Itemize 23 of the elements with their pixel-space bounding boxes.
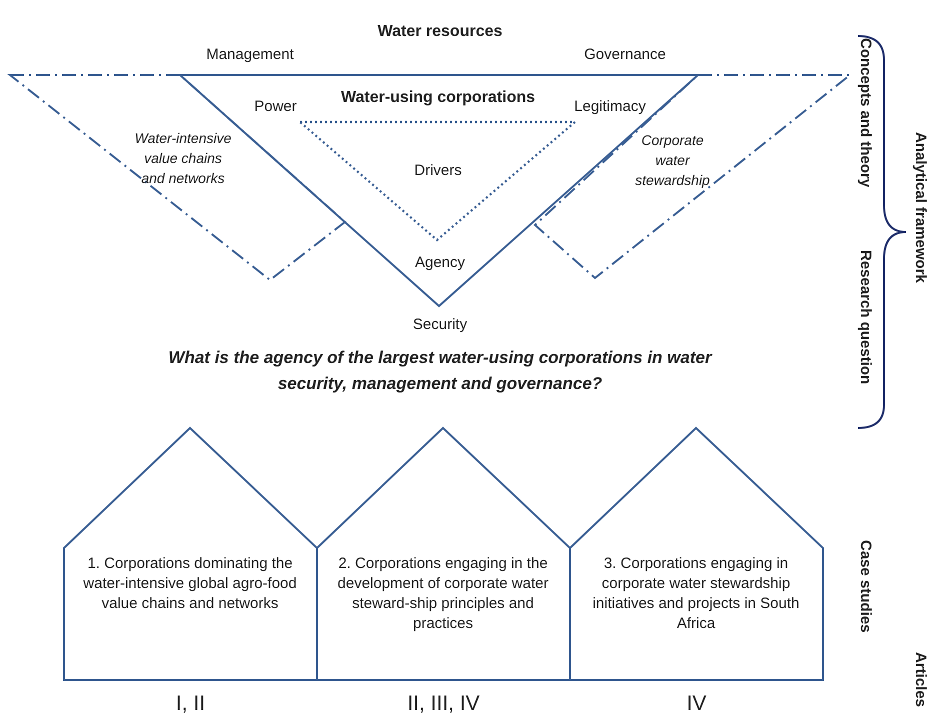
article-numbers: IV [686,691,708,717]
section-label: Research question [857,250,874,384]
corner-label: Agency [414,253,466,273]
node-text: Corporate water stewardship [634,131,711,190]
case-study-text: 1. Corporations dominating the water-intensive global agro-food value chains and networks [82,554,298,614]
article-numbers: I, II [174,691,206,717]
section-label: Case studies [857,540,874,633]
corner-label: Security [412,315,468,335]
article-numbers: II, III, IV [406,691,481,717]
case-study-text: 3. Corporations engaging in corporate water stewardship initiatives and projects in South Africa [592,554,800,634]
heading: Water resources [376,22,504,42]
corner-label: Management [205,45,295,65]
section-label: Analytical framework [912,132,929,283]
corner-label: Power [253,97,298,117]
corner-label: Governance [583,45,667,65]
case-study-text: 2. Corporations engaging in the development of corporate water steward-ship principles and practices [336,554,550,634]
research-question: What is the agency of the largest water-using corporations in water security, management and governance? [167,347,714,395]
node-text: Drivers [413,161,463,181]
corner-label: Legitimacy [573,97,647,117]
node-text: Water-intensive value chains and networks [134,129,232,188]
section-label: Articles [912,652,929,708]
section-label: Concepts and theory [857,38,874,188]
heading: Water-using corporations [340,88,536,108]
